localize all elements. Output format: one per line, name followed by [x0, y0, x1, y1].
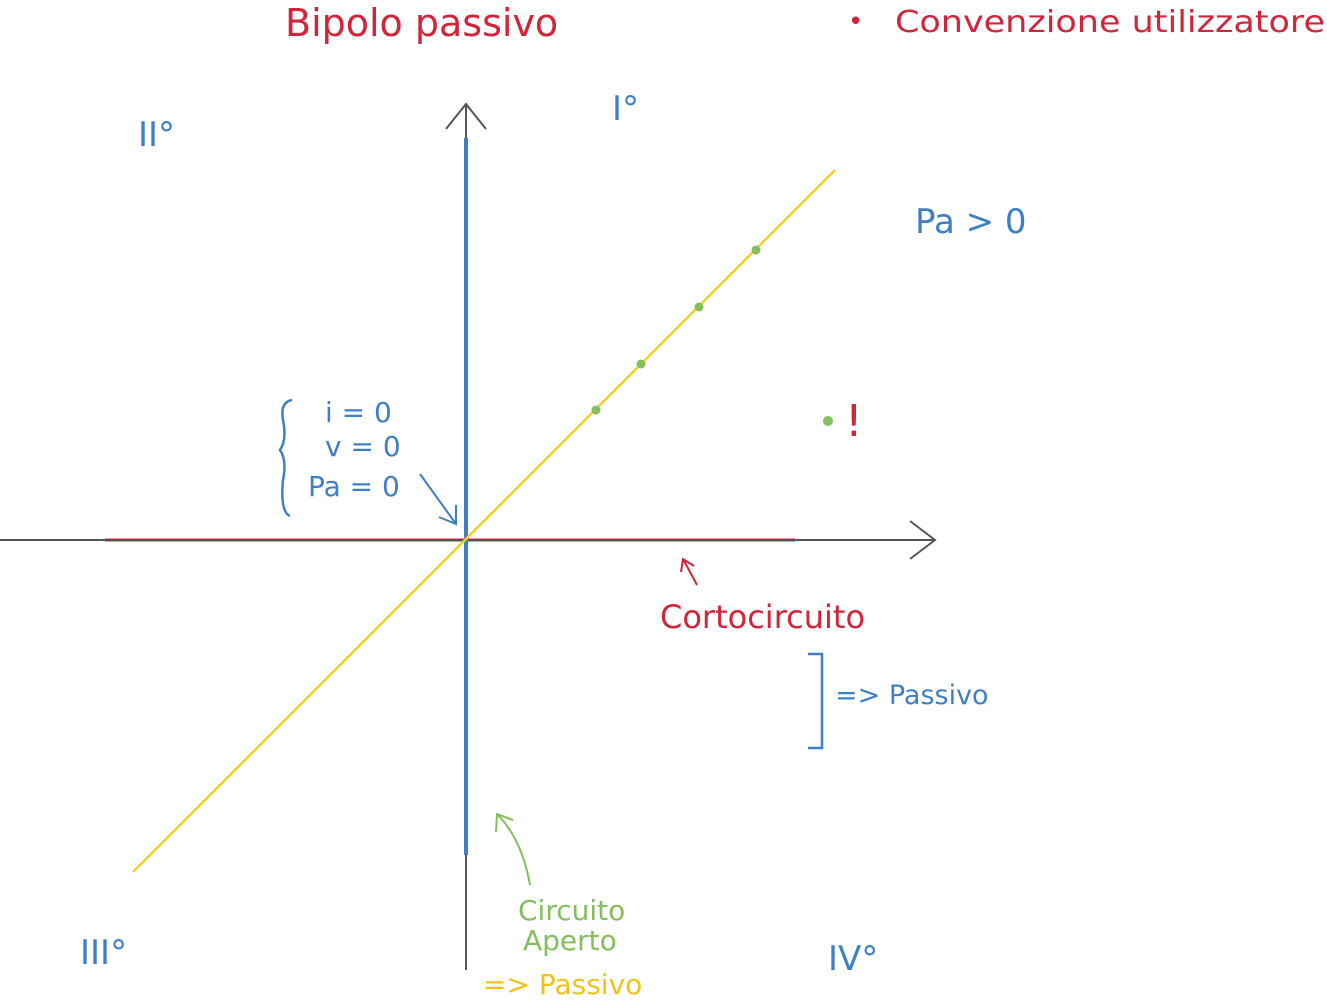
open-circuit-arrow: [495, 812, 531, 886]
quadrant-1-label: I°: [612, 89, 639, 129]
open-circuit-label-line2: Aperto: [523, 924, 617, 957]
operating-point: [636, 359, 646, 369]
condition-voltage: v = 0: [325, 430, 401, 463]
quadrant-2-label: II°: [138, 115, 175, 155]
quadrant-4-label: IV°: [828, 939, 878, 979]
open-circuit-passive-note: => Passivo: [483, 968, 642, 1000]
invalid-operating-point: [823, 416, 833, 426]
origin-pointer-arrow: [419, 473, 457, 526]
condition-current: i = 0: [325, 396, 392, 429]
open-circuit-label-line1: Circuito: [518, 894, 625, 927]
convention-bullet: •: [848, 7, 863, 37]
quadrant-3-label: III°: [80, 933, 127, 973]
origin-conditions: i = 0 v = 0 Pa = 0: [308, 396, 401, 503]
short-circuit-label: Cortocircuito: [660, 598, 865, 636]
exclamation-mark: !: [845, 396, 863, 447]
passive-bracket: [808, 652, 824, 750]
convention-label: Convenzione utilizzatore: [895, 5, 1325, 40]
bracket-passive-note: => Passivo: [835, 680, 989, 711]
operating-point: [591, 405, 601, 415]
origin-conditions-brace: [278, 398, 293, 518]
y-axis-arrowhead: [445, 102, 487, 130]
resistor-characteristic-line: [132, 169, 836, 873]
operating-point: [694, 302, 704, 312]
condition-power: Pa = 0: [308, 470, 400, 503]
diagram-title: Bipolo passivo: [285, 1, 558, 45]
operating-point: [751, 245, 761, 255]
short-circuit-arrow: [680, 557, 698, 586]
x-axis-arrowhead: [909, 520, 937, 560]
power-label: Pa > 0: [915, 202, 1027, 242]
